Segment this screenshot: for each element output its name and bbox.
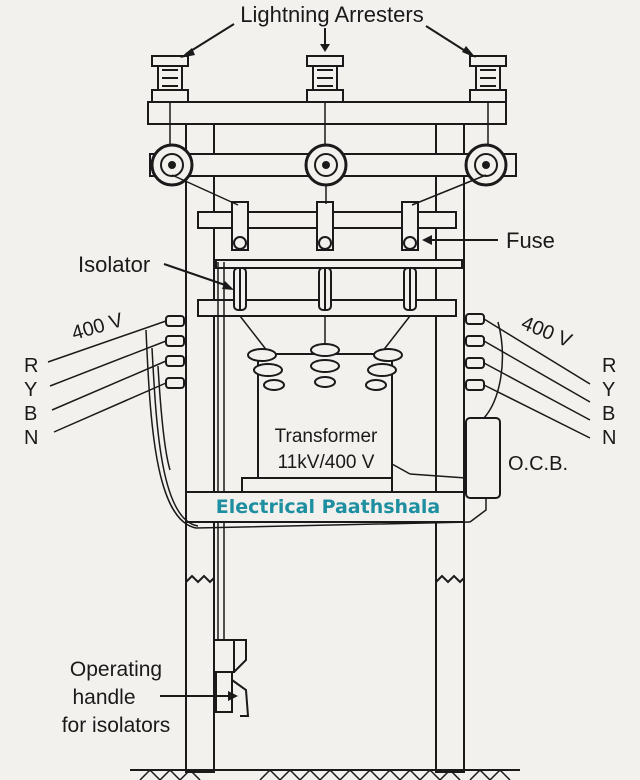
ocb-box [465,417,501,499]
phase-label-right-n: N [602,427,616,449]
operating-handle [213,639,250,717]
fuses [231,201,419,251]
top-cross-arm [147,101,507,125]
watermark-text: Electrical Paathshala [216,496,440,518]
phase-label-left-n: N [24,427,38,449]
transformer-label-line2: 11kV/400 V [278,452,375,473]
lt-lines-right [469,318,591,523]
operating-handle-label-line2: handle [72,686,135,709]
phase-label-right-y: Y [602,379,615,401]
right-pole [435,101,465,773]
lightning-arrester-right [469,55,507,103]
ocb-label: O.C.B. [508,453,568,475]
isolator-blades [233,267,417,311]
voltage-right-label: 400 V [518,312,575,352]
phase-label-right-r: R [602,355,616,377]
transformer-label-line1: Transformer [275,426,378,447]
lt-insulators-right [465,313,485,391]
right-pole-break [435,574,465,584]
fuse-label: Fuse [506,228,555,253]
lightning-arresters-label: Lightning Arresters [240,2,423,27]
phase-label-left-r: R [24,355,38,377]
label-arrows [160,23,498,701]
left-pole [185,101,215,773]
operating-handle-label-line3: for isolators [62,714,171,737]
phase-label-right-b: B [602,403,615,425]
operating-handle-label-line1: Operating [70,658,162,681]
isolator-label: Isolator [78,252,150,277]
transformer-base [241,477,393,493]
disc-insulators [150,143,508,187]
phase-label-left-y: Y [24,379,37,401]
hv-bushings [247,343,403,391]
phase-label-left-b: B [24,403,37,425]
diagram-structure [47,23,591,780]
left-pole-break [185,574,215,584]
watermark-bg [214,494,442,520]
ground-hatch [139,768,511,780]
lightning-arrester-left [151,55,189,103]
isolator-top-bar [215,259,463,269]
phase-labels-right: R Y B N [602,355,616,449]
voltage-left-label: 400 V [69,309,126,345]
phase-labels-left: R Y B N [24,355,38,449]
lightning-arrester-middle [306,55,344,103]
lt-lines-left [47,320,471,529]
lt-insulators-left [165,315,185,389]
